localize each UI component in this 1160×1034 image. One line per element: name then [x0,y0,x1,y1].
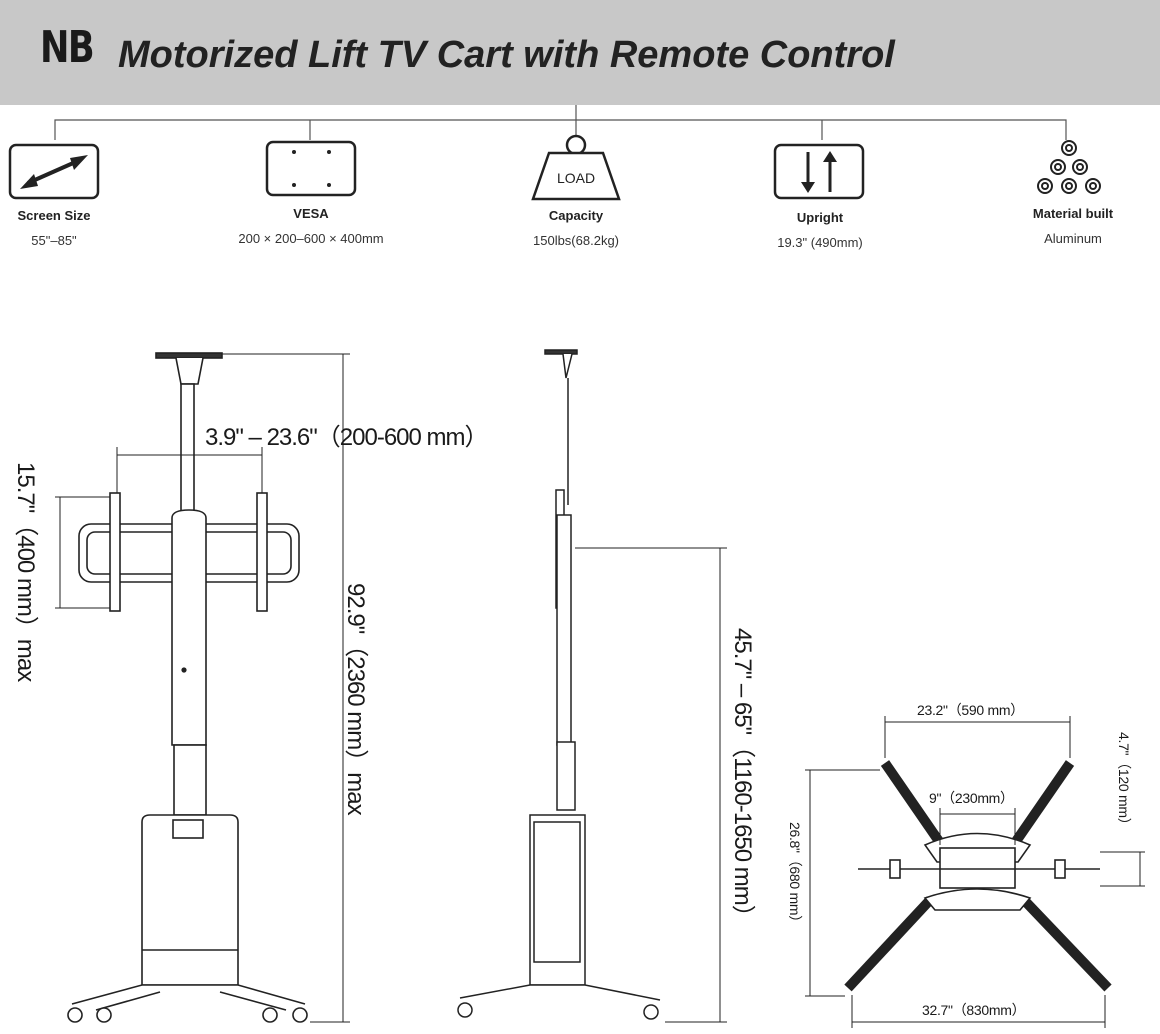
base-outer-width-label: 32.7"（830mm） [922,1002,1026,1018]
base-top-view [844,760,1112,992]
vesa-width-label: 3.9" – 23.6"（200-600 mm） [205,424,489,451]
lift-range-label: 45.7" – 65"（1160-1650 mm） [729,628,756,928]
feature-value: Aluminum [1044,231,1102,246]
page-title: Motorized Lift TV Cart with Remote Contr… [118,34,895,76]
base-column-label: 9"（230mm） [929,790,1014,806]
feature-value: 19.3" (490mm) [777,235,863,250]
weight-load-icon: LOAD [531,134,621,201]
feature-label: Material built [1032,206,1114,221]
feature-value: 55"–85" [31,233,77,248]
up-down-arrows-icon [773,143,865,200]
brand-logo: NB [40,22,95,73]
feature-upright: Upright 19.3" (490mm) [760,210,880,250]
feature-material: Material built Aluminum [1018,206,1128,246]
feature-label: Capacity [548,208,604,223]
base-depth-label: 26.8"（680 mm） [787,822,803,929]
cart-side-view [457,349,661,1020]
feature-value: 200 × 200–600 × 400mm [238,231,384,246]
load-icon-text: LOAD [557,170,595,186]
total-height-label: 92.9"（2360 mm）max [342,583,369,815]
vesa-height-label: 15.7"（400 mm）max [12,462,39,682]
feature-value: 150lbs(68.2kg) [533,233,619,248]
cart-front-view [67,352,308,1023]
feature-label: Screen Size [17,208,91,223]
header-banner: NB Motorized Lift TV Cart with Remote Co… [0,0,1160,105]
feature-capacity: Capacity 150lbs(68.2kg) [516,208,636,248]
material-stack-icon [1037,140,1101,194]
feature-label: Upright [796,210,844,225]
arrow-diagonal-icon [8,143,100,200]
feature-vesa: VESA 200 × 200–600 × 400mm [221,206,401,246]
base-offset-label: 4.7"（120 mm） [1116,732,1132,832]
feature-label: VESA [293,206,329,221]
vesa-pattern-icon [265,140,357,197]
base-inner-width-label: 23.2"（590 mm） [917,702,1024,718]
feature-screen-size: Screen Size 55"–85" [4,208,104,248]
